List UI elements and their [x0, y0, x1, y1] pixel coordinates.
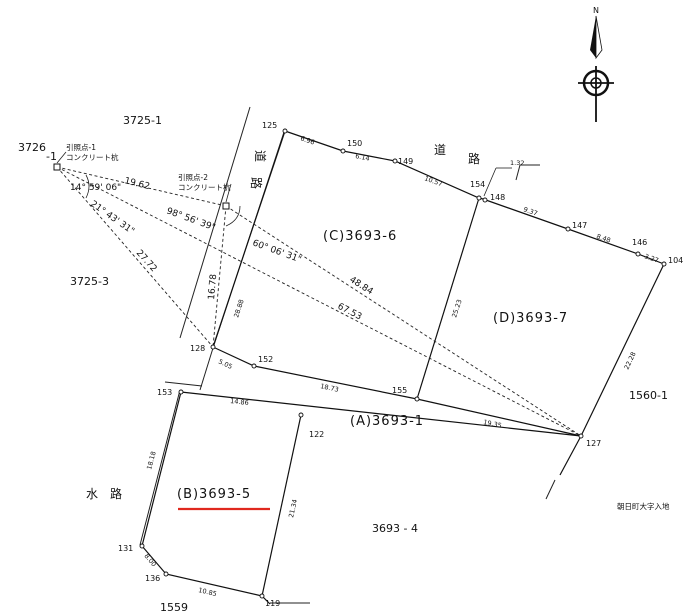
- point-154: 154: [470, 180, 485, 189]
- angle-4: 60° 06' 31": [251, 238, 303, 265]
- dim-rp2-128: 16.78: [207, 273, 219, 300]
- dim-rp-127: 67.53: [336, 302, 363, 323]
- point-153: 153: [157, 388, 172, 397]
- point-146: 146: [632, 238, 647, 247]
- area-3725-3: 3725-3: [70, 275, 109, 288]
- ref-point-2-marker: [222, 202, 230, 210]
- waterway-char-2: 路: [110, 486, 122, 501]
- area-3693-4: 3693 - 4: [372, 522, 418, 535]
- dim-131-136: 8.00: [142, 552, 157, 568]
- point-152: 152: [258, 355, 273, 364]
- point-119: 119: [265, 599, 280, 608]
- point-147: 147: [572, 221, 587, 230]
- leader-lines: [56, 151, 512, 203]
- reference-lines: [56, 166, 582, 437]
- dim-153-131: 18.18: [145, 450, 158, 470]
- dim-122-119: 21.34: [287, 499, 299, 519]
- compass-icon: [578, 66, 614, 122]
- ref-point-1-label: 引照点-1: [66, 143, 96, 152]
- point-127: 127: [586, 439, 601, 448]
- dim-128-152: 5.05: [217, 358, 234, 371]
- dim-150-149: 6.14: [355, 152, 371, 163]
- dim-147-146: 8.48: [595, 232, 611, 244]
- angle-arcs: [85, 174, 241, 227]
- dim-rp-rp2: 19.62: [123, 176, 150, 192]
- point-150: 150: [347, 139, 362, 148]
- dim-152-155: 18.73: [320, 382, 340, 394]
- dim-136-119: 10.85: [198, 586, 218, 598]
- dim-154-155: 25.23: [450, 298, 463, 318]
- point-148: 148: [490, 193, 505, 202]
- lot-c-label: (C)3693-6: [323, 229, 397, 244]
- lot-a-label: (A)3693-1: [350, 414, 424, 429]
- north-arrow-icon: N: [590, 6, 603, 60]
- road-left-char-2: 路: [249, 177, 264, 189]
- lot-d-label: (D)3693-7: [493, 311, 568, 326]
- ref-point-1-sub: コンクリート杭: [66, 152, 119, 162]
- angle-3: 98° 56' 39": [165, 206, 217, 233]
- road-left-char-1: 道: [253, 150, 267, 162]
- ref-point-2-label: 引照点-2: [178, 173, 208, 182]
- dim-125-150: 6.96: [299, 134, 315, 146]
- waterway-char-1: 水: [86, 487, 98, 501]
- ref-point-1-id: 3726: [18, 141, 46, 154]
- dim-149-154: 10.57: [423, 174, 443, 188]
- dim-125-128: 28.88: [232, 298, 245, 318]
- dim-rp-128: 27.72: [134, 248, 159, 274]
- point-131: 131: [118, 544, 133, 553]
- area-1560-1: 1560-1: [629, 389, 668, 402]
- lot-b-label: (B)3693-5: [177, 487, 251, 502]
- dim-154-148: 1.32: [510, 159, 524, 167]
- ref-point-1-id2: -1: [46, 150, 57, 163]
- ref-point-1-marker: [53, 163, 61, 171]
- point-104: 104: [668, 256, 683, 265]
- road-top-char-1: 道: [434, 143, 446, 157]
- dim-104-127: 22.28: [623, 351, 638, 371]
- point-128: 128: [190, 344, 205, 353]
- point-149: 149: [398, 157, 413, 166]
- ref-point-2-sub: コンクリート杭: [178, 182, 231, 192]
- north-label: N: [593, 6, 599, 15]
- dim-146-104: 3.27: [643, 252, 659, 264]
- road-top-char-2: 路: [468, 151, 480, 166]
- point-125: 125: [262, 121, 277, 130]
- area-3725-1: 3725-1: [123, 114, 162, 127]
- point-122: 122: [309, 430, 324, 439]
- angle-1: 14° 59' 06": [70, 183, 121, 193]
- point-136: 136: [145, 574, 160, 583]
- point-markers: [139, 128, 667, 599]
- dim-153-127: 14.86: [230, 397, 249, 407]
- place-name: 朝日町大字入地: [617, 501, 670, 511]
- dim-155-127: 19.35: [483, 418, 503, 430]
- point-155: 155: [392, 386, 407, 395]
- area-1559: 1559: [160, 601, 188, 611]
